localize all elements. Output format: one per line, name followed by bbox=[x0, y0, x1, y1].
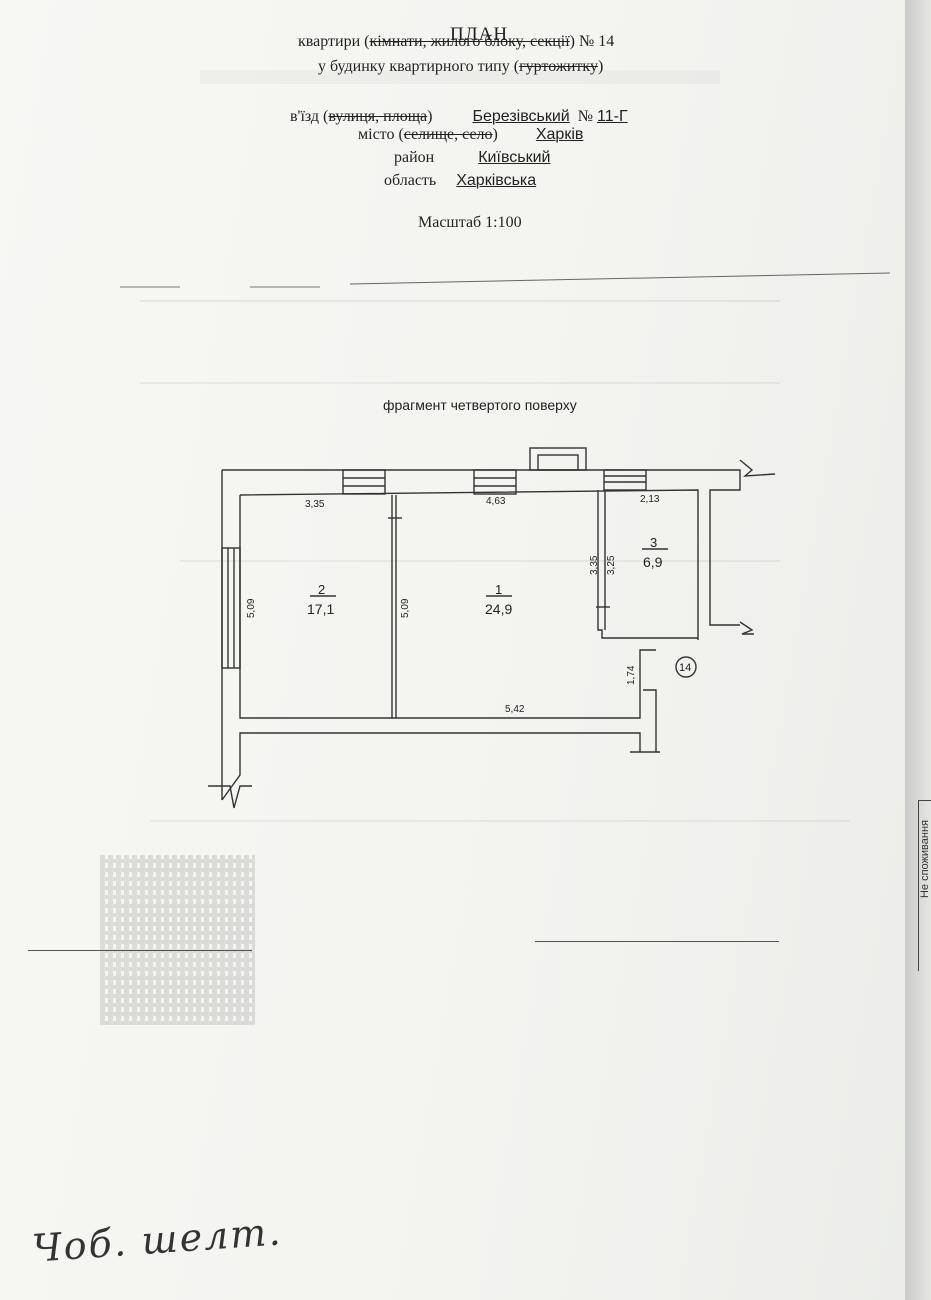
street-value: Березівський bbox=[472, 108, 570, 125]
room-3-number: 3 bbox=[650, 535, 657, 550]
dim-room2-width: 3,35 bbox=[305, 499, 325, 510]
house-label: № bbox=[577, 108, 593, 125]
apartment-number-circle bbox=[675, 656, 697, 678]
street-suffix: ) bbox=[427, 108, 433, 125]
apartment-line-suffix: ) № 14 bbox=[569, 33, 615, 50]
district-label: район bbox=[394, 149, 435, 166]
room-2-area: 17,1 bbox=[307, 601, 334, 617]
plan-title: ПЛАН bbox=[450, 24, 509, 45]
building-type-struck: гуртожитку bbox=[519, 58, 598, 75]
plan-caption: фрагмент четвертого поверху bbox=[383, 397, 577, 413]
wall-break-bottom-left bbox=[208, 785, 252, 809]
floor-plan: 3,35 4,63 2,13 5,09 5,09 3,35 3,25 5,42 … bbox=[208, 447, 776, 809]
dim-room1-width: 4,63 bbox=[486, 496, 506, 507]
house-value: 11-Г bbox=[597, 108, 628, 125]
underlying-page bbox=[905, 0, 931, 1300]
city-line: місто (селище, село) Харків bbox=[358, 126, 587, 144]
wall-break-right bbox=[739, 621, 754, 635]
city-prefix: місто ( bbox=[358, 126, 404, 143]
signature-line-left bbox=[28, 950, 252, 951]
show-through-block bbox=[150, 700, 850, 822]
city-struck: селище, село bbox=[403, 126, 493, 143]
room-1-area: 24,9 bbox=[485, 601, 512, 617]
show-through-text bbox=[200, 70, 720, 144]
apartment-line-prefix: квартири ( bbox=[298, 33, 370, 50]
dim-room2-height: 5,09 bbox=[246, 598, 257, 618]
dim-corridor-height: 1,74 bbox=[626, 665, 637, 685]
city-suffix: ) bbox=[492, 126, 498, 143]
room-2-number: 2 bbox=[318, 582, 325, 597]
dim-room3-height: 3,25 bbox=[606, 555, 617, 575]
inner-wall bbox=[239, 489, 699, 719]
outer-wall bbox=[221, 469, 741, 801]
district-value: Київський bbox=[478, 149, 551, 166]
signature-line-right bbox=[535, 941, 779, 942]
window-top-right bbox=[603, 469, 647, 491]
window-top-left bbox=[342, 469, 386, 495]
dim-bottom-length: 5,42 bbox=[505, 704, 525, 715]
district-line: район Київський bbox=[394, 149, 554, 167]
side-stamp-frame bbox=[918, 800, 931, 971]
dim-room1-height: 5,09 bbox=[400, 598, 411, 618]
building-type-suffix: ) bbox=[597, 58, 604, 75]
document-page bbox=[0, 0, 905, 1300]
show-through-block bbox=[140, 300, 780, 384]
show-through-pattern bbox=[100, 855, 255, 1025]
apartment-number: 14 bbox=[679, 662, 691, 674]
window-left bbox=[221, 547, 241, 669]
scale-label: Масштаб 1:100 bbox=[418, 214, 522, 231]
wall-break-top-right bbox=[739, 459, 776, 477]
building-type-line: у будинку квартирного типу (гуртожитку) bbox=[318, 58, 603, 76]
window-top-middle bbox=[473, 469, 517, 495]
side-stamp-text: Не споживання bbox=[919, 820, 931, 899]
separator-line bbox=[120, 272, 891, 288]
apartment-line-struck: кімнати, жилого блоку, секції bbox=[369, 33, 570, 50]
region-line: область Харківська bbox=[384, 172, 552, 190]
dim-room1-inner-height: 3,35 bbox=[589, 555, 600, 575]
show-through-block bbox=[180, 560, 780, 632]
building-type-prefix: у будинку квартирного типу ( bbox=[318, 58, 520, 75]
street-prefix: в'їзд ( bbox=[290, 108, 329, 125]
apartment-line: квартири (кімнати, жилого блоку, секції)… bbox=[298, 33, 614, 51]
city-value: Харків bbox=[535, 126, 584, 143]
dim-room3-width: 2,13 bbox=[640, 494, 660, 505]
room-3-area: 6,9 bbox=[643, 554, 663, 570]
region-value: Харківська bbox=[456, 172, 537, 189]
region-label: область bbox=[384, 172, 437, 189]
room-1-number: 1 bbox=[495, 582, 502, 597]
street-struck: вулиця, площа bbox=[328, 108, 428, 125]
